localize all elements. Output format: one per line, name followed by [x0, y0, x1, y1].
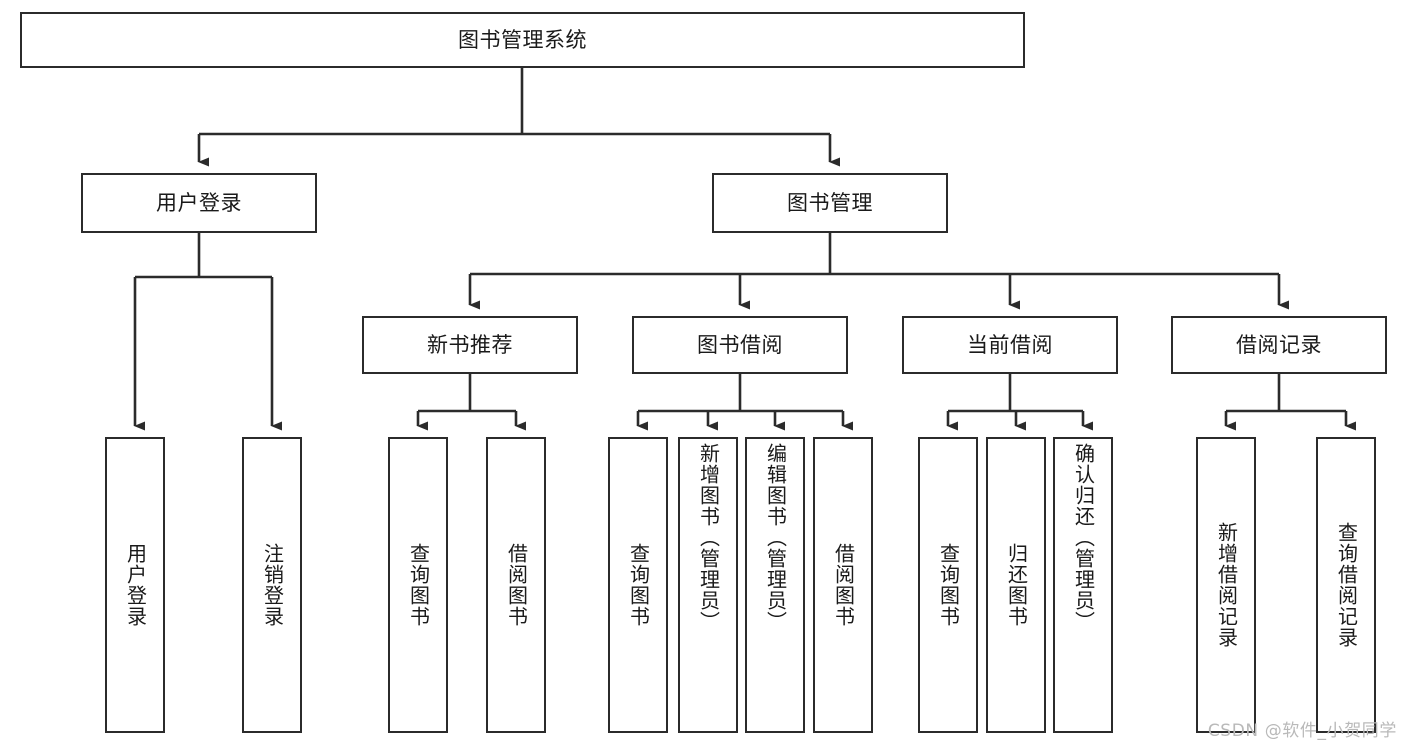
- leaf-book-add[interactable]: 新增图书（管理员）: [678, 437, 738, 733]
- node-book-borrow[interactable]: 图书借阅: [632, 316, 848, 374]
- leaf-cur-confirm-label: 确认归还（管理员）: [1071, 443, 1096, 632]
- leaf-cur-query-label: 查询图书: [936, 543, 961, 627]
- leaf-borrow-query[interactable]: 查询图书: [608, 437, 668, 733]
- leaf-book-edit-label: 编辑图书（管理员）: [763, 443, 788, 632]
- leaf-rec-borrow-label: 借阅图书: [504, 543, 529, 627]
- leaf-rec-query-label: 查询图书: [406, 543, 431, 627]
- leaf-user-login-label: 用户登录: [123, 543, 148, 627]
- leaf-user-logout-label: 注销登录: [260, 543, 285, 627]
- leaf-cur-confirm[interactable]: 确认归还（管理员）: [1053, 437, 1113, 733]
- node-current-borrow-label: 当前借阅: [967, 332, 1053, 357]
- leaf-rec-query[interactable]: 查询图书: [388, 437, 448, 733]
- leaf-cur-return[interactable]: 归还图书: [986, 437, 1046, 733]
- leaf-book-borrow[interactable]: 借阅图书: [813, 437, 873, 733]
- node-book-manage[interactable]: 图书管理: [712, 173, 948, 233]
- node-root-label: 图书管理系统: [458, 27, 587, 52]
- node-new-book-rec[interactable]: 新书推荐: [362, 316, 578, 374]
- leaf-user-login[interactable]: 用户登录: [105, 437, 165, 733]
- node-borrow-record[interactable]: 借阅记录: [1171, 316, 1387, 374]
- node-current-borrow[interactable]: 当前借阅: [902, 316, 1118, 374]
- node-book-borrow-label: 图书借阅: [697, 332, 783, 357]
- node-user-login[interactable]: 用户登录: [81, 173, 317, 233]
- leaf-rec-search[interactable]: 查询借阅记录: [1316, 437, 1376, 733]
- leaf-borrow-query-label: 查询图书: [626, 543, 651, 627]
- node-book-manage-label: 图书管理: [787, 190, 873, 215]
- leaf-cur-query[interactable]: 查询图书: [918, 437, 978, 733]
- node-borrow-record-label: 借阅记录: [1236, 332, 1322, 357]
- leaf-book-borrow-label: 借阅图书: [831, 543, 856, 627]
- leaf-rec-borrow[interactable]: 借阅图书: [486, 437, 546, 733]
- csdn-watermark: CSDN @软件_小贺同学: [1207, 721, 1397, 741]
- leaf-rec-add[interactable]: 新增借阅记录: [1196, 437, 1256, 733]
- leaf-rec-add-label: 新增借阅记录: [1214, 522, 1239, 648]
- node-root[interactable]: 图书管理系统: [20, 12, 1025, 68]
- node-new-book-rec-label: 新书推荐: [427, 332, 513, 357]
- node-user-login-label: 用户登录: [156, 190, 242, 215]
- leaf-book-edit[interactable]: 编辑图书（管理员）: [745, 437, 805, 733]
- leaf-user-logout[interactable]: 注销登录: [242, 437, 302, 733]
- leaf-book-add-label: 新增图书（管理员）: [696, 443, 721, 632]
- leaf-cur-return-label: 归还图书: [1004, 543, 1029, 627]
- leaf-rec-search-label: 查询借阅记录: [1334, 522, 1359, 648]
